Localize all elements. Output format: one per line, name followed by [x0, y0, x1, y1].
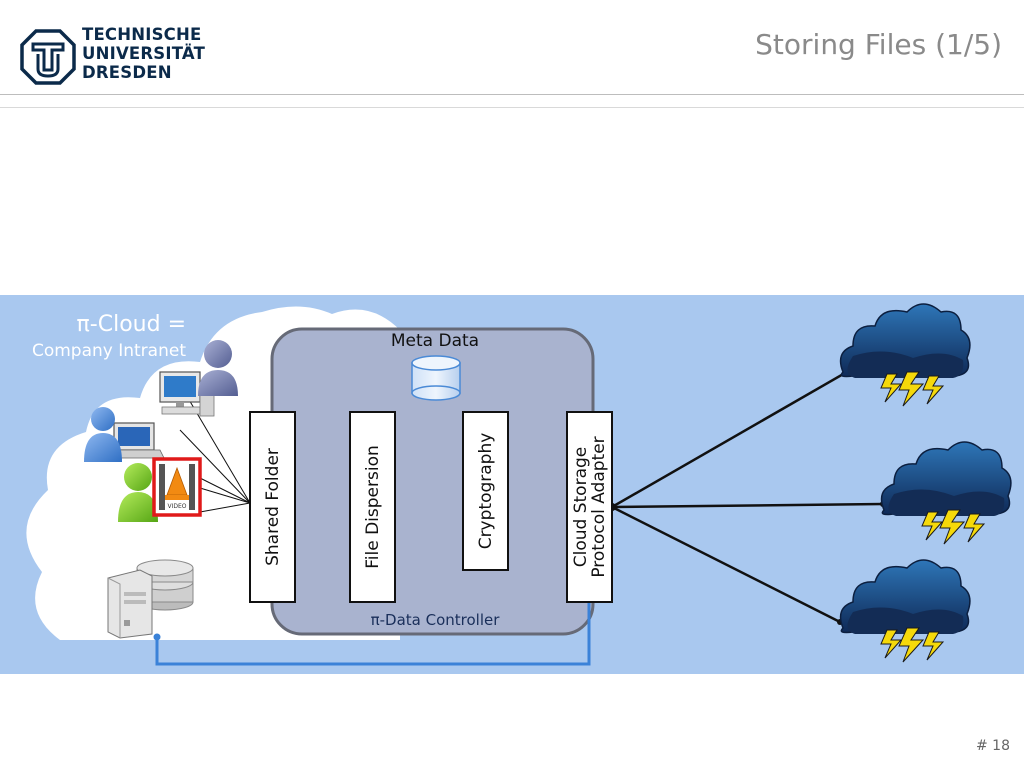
file-dispersion-label: File Dispersion [362, 445, 383, 569]
protocol-adapter-module: Cloud Storage Protocol Adapter [566, 411, 613, 603]
cloud-storage-links [611, 367, 884, 624]
tu-dresden-logo: TECHNISCHE UNIVERSITÄT DRESDEN [20, 25, 220, 87]
tu-logo-icon [20, 29, 76, 85]
file-dispersion-module: File Dispersion [349, 411, 396, 603]
meta-data-label: Meta Data [390, 331, 480, 351]
desktop-computer-icon [159, 371, 215, 417]
cryptography-module: Cryptography [462, 411, 509, 571]
user-green-icon [118, 463, 158, 522]
adapter-line-2: Protocol Adapter [588, 436, 609, 578]
video-file-icon: VIDEO [152, 457, 202, 517]
page-number: # 18 [976, 738, 1010, 754]
cryptography-label: Cryptography [475, 432, 496, 550]
logo-wordmark: TECHNISCHE UNIVERSITÄT DRESDEN [82, 25, 205, 82]
logo-line-2: UNIVERSITÄT [82, 44, 206, 63]
server-tower-icon [107, 569, 153, 639]
cloud-title: π-Cloud = [76, 312, 186, 337]
adapter-line-1: Cloud Storage [570, 446, 591, 568]
protocol-adapter-label: Cloud Storage Protocol Adapter [570, 436, 609, 578]
cloud-subtitle: Company Intranet [31, 341, 186, 361]
logo-line-1: TECHNISCHE [82, 25, 202, 44]
architecture-diagram: VIDEO [0, 295, 1024, 674]
meta-data-cylinder-icon [411, 355, 461, 401]
user-gray-icon [198, 340, 238, 396]
user-blue-icon [84, 407, 122, 462]
client-connector-lines [159, 397, 251, 513]
diagram-canvas: VIDEO [0, 295, 1024, 674]
server-link-line [155, 600, 591, 666]
shared-folder-module: Shared Folder [249, 411, 296, 603]
header-divider-secondary [0, 107, 1024, 108]
slide-header: TECHNISCHE UNIVERSITÄT DRESDEN Storing F… [0, 0, 1024, 95]
data-controller-label: π-Data Controller [370, 611, 500, 629]
header-divider [0, 94, 1024, 95]
logo-line-3: DRESDEN [82, 63, 172, 82]
video-badge-label: VIDEO [167, 503, 186, 510]
slide-title: Storing Files (1/5) [755, 28, 1002, 61]
server-link-start-node [153, 633, 161, 641]
shared-folder-label: Shared Folder [262, 448, 283, 566]
